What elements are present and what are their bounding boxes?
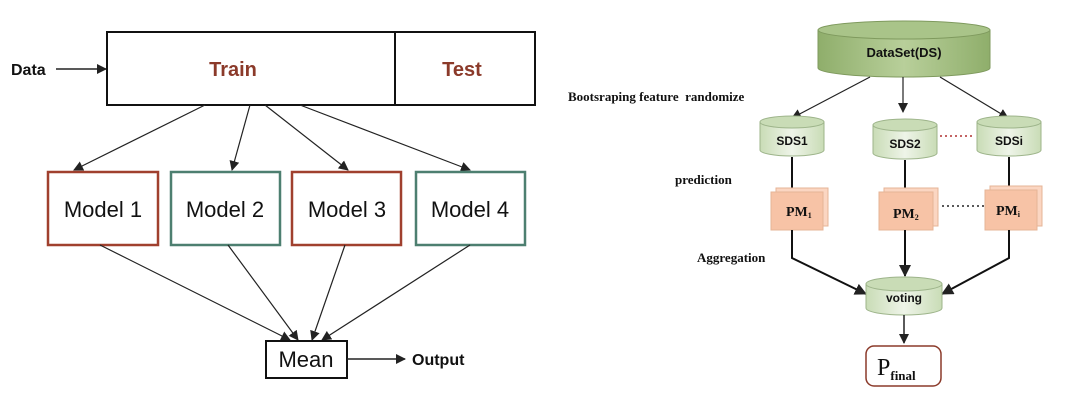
subset-cylinder-1 [759, 115, 825, 157]
subset-2-label: SDS2 [889, 137, 921, 151]
pm-i-label: PMi [996, 204, 1021, 219]
test-label: Test [442, 59, 482, 81]
voting-cylinder [865, 276, 943, 316]
subset-cylinder-2 [872, 118, 938, 160]
mean-box [265, 340, 348, 379]
model-1-box [46, 170, 160, 247]
model-2-label: Model 2 [186, 197, 264, 222]
dataset-cylinder [817, 20, 991, 78]
bootstrap-label: Bootsraping feature randomize [568, 89, 745, 104]
output-label: Output [412, 352, 465, 369]
subset-cylinder-i [976, 115, 1042, 157]
model-3-box [290, 170, 403, 247]
pm-2-label: PM2 [893, 207, 919, 222]
model-2-box [169, 170, 282, 247]
left-diagram: Data Train Test Model 1 Model 2 Model 3 … [11, 31, 536, 379]
aggregation-label: Aggregation [697, 250, 766, 265]
pm-sheet-i [984, 185, 1043, 231]
subset-i-label: SDSi [995, 134, 1023, 148]
pm-sheet-1 [770, 187, 829, 231]
subset-to-pm-lines [791, 157, 1010, 188]
train-to-model-arrows [73, 104, 471, 172]
mean-label: Mean [278, 347, 333, 372]
pm-sheet-2 [878, 187, 939, 231]
right-diagram: DataSet(DS) Bootsraping feature randomiz… [568, 20, 1043, 387]
train-test-box [106, 31, 536, 106]
train-label: Train [209, 59, 257, 81]
dataset-label: DataSet(DS) [866, 45, 941, 60]
pm-1-label: PM1 [786, 205, 812, 220]
model-to-mean-arrows [99, 244, 471, 341]
subset-1-label: SDS1 [776, 134, 808, 148]
dataset-to-subset-arrows [791, 76, 1009, 119]
model-1-label: Model 1 [64, 197, 142, 222]
model-4-label: Model 4 [431, 197, 509, 222]
prediction-label: prediction [675, 172, 733, 187]
final-box [865, 345, 942, 387]
model-4-box [414, 170, 527, 247]
pm-to-voting-arrows [791, 230, 1010, 295]
final-label: Pfinal [877, 355, 916, 383]
model-3-label: Model 3 [308, 197, 386, 222]
data-label: Data [11, 62, 46, 79]
voting-label: voting [886, 291, 922, 305]
